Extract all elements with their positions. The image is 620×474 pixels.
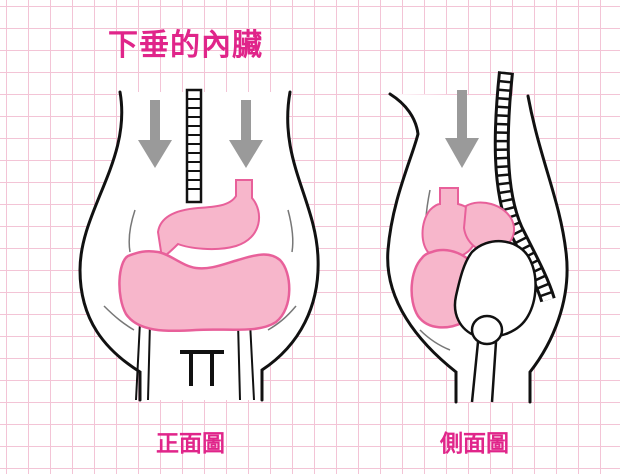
side-femur (470, 341, 498, 403)
side-contour-line (419, 329, 451, 351)
front-body-right-outline (260, 90, 320, 402)
side-femur-head (470, 314, 504, 346)
side-view-label: 側面圖 (440, 431, 509, 457)
side-body-back-outline (526, 94, 569, 404)
side-view-figure (386, 71, 569, 404)
front-view-figure (78, 88, 320, 402)
front-contour-line (128, 209, 136, 253)
front-spine (185, 88, 203, 204)
front-contour-line (103, 305, 135, 331)
side-pelvis (453, 239, 537, 339)
side-down-arrow (445, 90, 479, 168)
front-contour-line (267, 305, 297, 331)
front-body-left-outline (78, 90, 142, 402)
diagram-title: 下垂的內臟 (108, 28, 263, 63)
front-contour-line (287, 209, 294, 253)
side-body-front-outline (386, 92, 458, 404)
front-intestines (118, 249, 291, 333)
front-leg-bones (135, 321, 255, 401)
front-down-arrow-right (229, 100, 263, 168)
front-down-arrow-left (138, 100, 172, 168)
front-stomach (156, 179, 260, 260)
front-view-label: 正面圖 (156, 431, 225, 457)
